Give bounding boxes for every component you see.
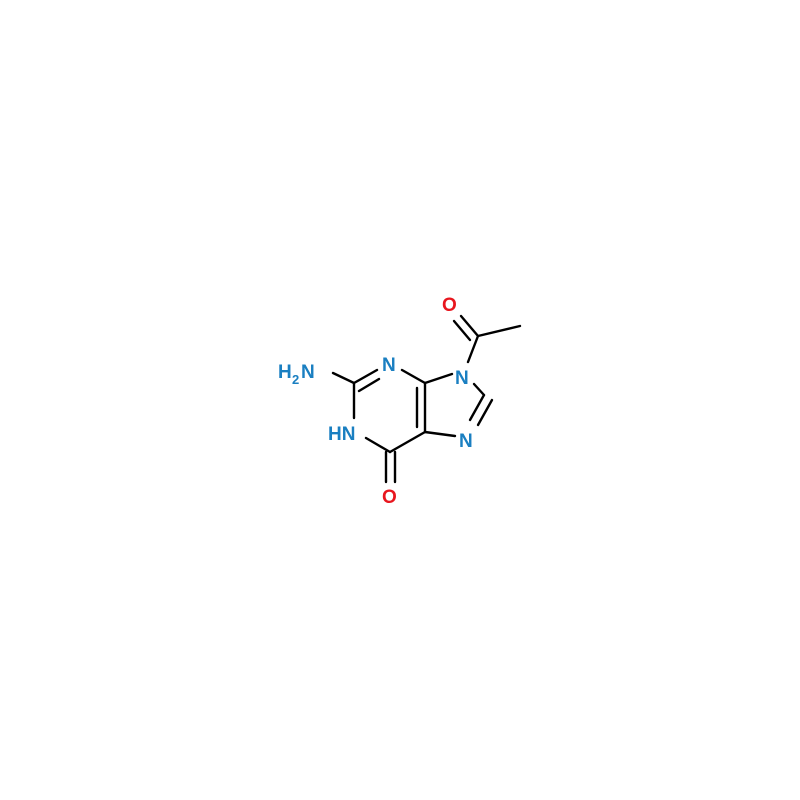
bond-c2-n3-double	[357, 377, 381, 393]
bond-n7-c5	[423, 430, 457, 438]
bond-cacyl-o-double	[452, 319, 472, 342]
atom-o-acetyl: O	[442, 295, 457, 316]
atom-n3: N	[382, 355, 396, 376]
atom-amine-n: N	[301, 362, 315, 383]
bond-n9-c8	[472, 382, 486, 397]
bond-n9-cacyl	[466, 334, 480, 364]
bond-c4-n9	[423, 372, 454, 385]
atom-o-carbonyl: O	[382, 487, 397, 508]
atom-n9: N	[455, 368, 469, 389]
bond-c5-c6	[388, 430, 427, 454]
bond-c8-n7	[468, 393, 486, 422]
bond-layer	[331, 314, 522, 484]
atom-n7: N	[459, 431, 473, 452]
atom-amine-subscript: 2	[292, 372, 299, 387]
bond-nh2-c2	[331, 371, 356, 385]
bond-c8-n7-double	[476, 398, 494, 427]
bond-c6-n1	[364, 436, 392, 454]
bond-n3-c4	[400, 368, 427, 385]
atom-n1h: HN	[328, 424, 355, 445]
bond-c2-n3	[352, 368, 379, 385]
bond-cacyl-ch3	[476, 324, 522, 338]
atom-amine-h: H	[278, 362, 292, 383]
atom-layer: H 2 N N HN N N O O	[278, 295, 473, 508]
bond-cacyl-o	[459, 314, 480, 338]
